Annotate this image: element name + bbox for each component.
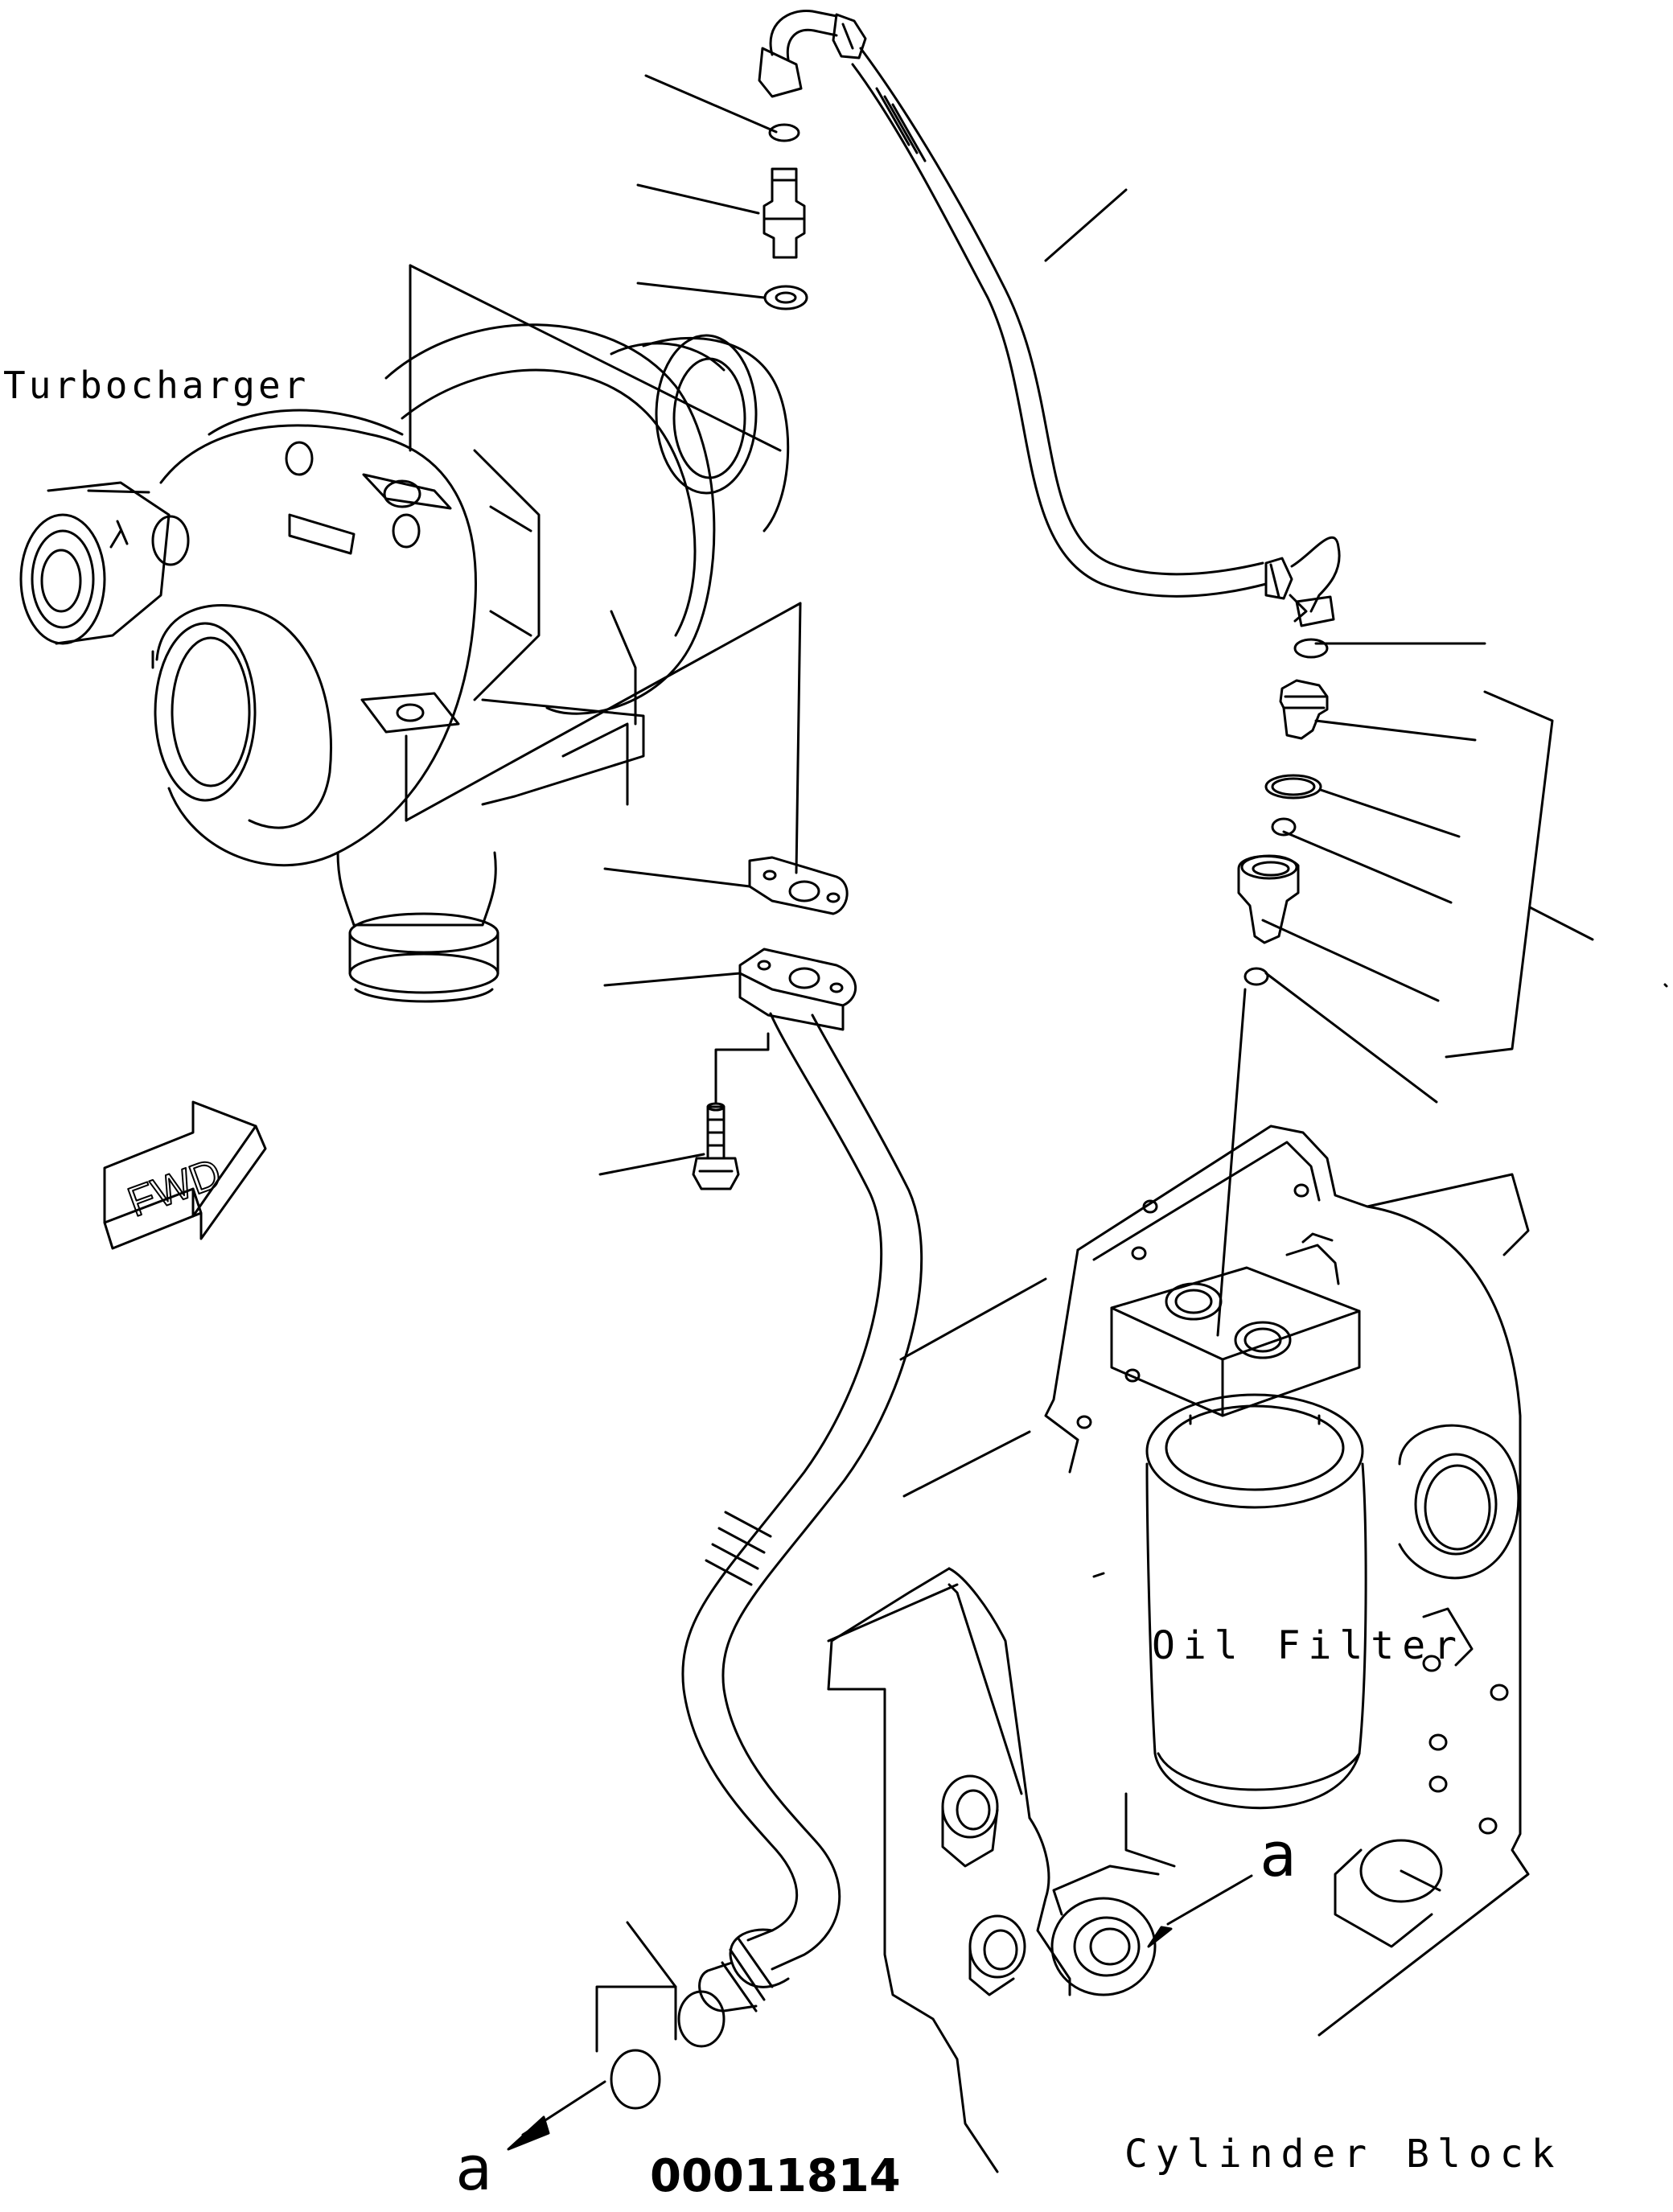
- o-ring-right-1: [1293, 638, 1329, 659]
- turbocharger-label: Turbocharger: [3, 364, 310, 407]
- ref-a-label-bottom: a: [455, 2132, 492, 2204]
- flange-bolt: [692, 1102, 740, 1190]
- ref-arrow-bottom: [507, 2080, 606, 2151]
- gasket-and-flange: [738, 856, 857, 1031]
- fwd-arrow: FWD: [103, 1100, 267, 1250]
- o-ring-right-2: [1271, 817, 1297, 837]
- check-valve: [1279, 679, 1329, 740]
- oil-return-pipe: [595, 1012, 923, 2110]
- cylinder-block-label: Cylinder Block: [1124, 2132, 1563, 2177]
- o-ring-right-3: [1243, 967, 1269, 986]
- plug-1: [677, 1990, 726, 2048]
- gasket: [748, 856, 849, 915]
- seal-ring-right: [1264, 774, 1322, 800]
- oil-return-flange: [738, 948, 857, 1007]
- turbocharger-assembly: [19, 323, 790, 1003]
- leader-lines-left: [405, 74, 802, 1176]
- seal-washer: [763, 285, 808, 310]
- union-fitting: [763, 167, 806, 259]
- oil-filter-and-cylinder-block: [827, 1125, 1530, 2173]
- oil-filter-label: Oil Filter: [1152, 1623, 1465, 1668]
- oil-supply-hose: [758, 10, 1341, 627]
- upper-fittings: [763, 123, 808, 310]
- leader-lines-right: [1044, 188, 1668, 1104]
- drawing-number: 00011814: [650, 2150, 901, 2202]
- ref-a-label-top: a: [1260, 1819, 1297, 1890]
- o-ring-top: [768, 123, 800, 142]
- fwd-label: FWD: [122, 1149, 228, 1226]
- right-fittings: [1216, 638, 1329, 1337]
- plug-2: [610, 2049, 661, 2110]
